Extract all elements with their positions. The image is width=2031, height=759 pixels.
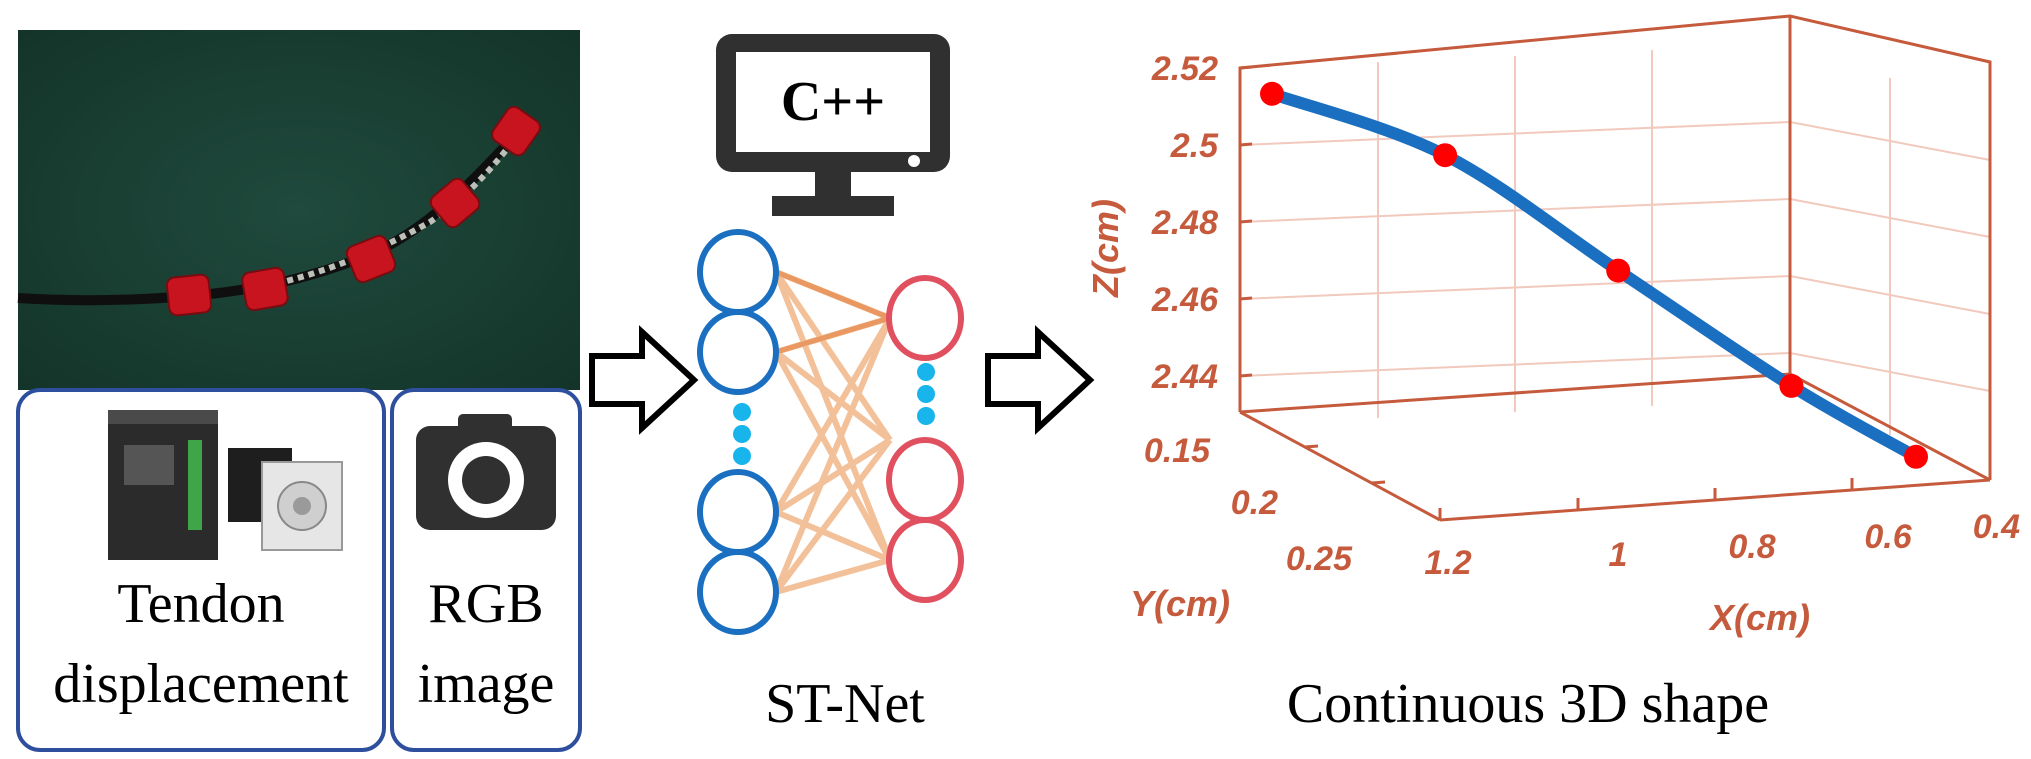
z-tick-label: 2.46	[1151, 281, 1219, 319]
neural-network	[697, 229, 964, 635]
z-tick-label: 2.5	[1170, 127, 1219, 165]
tendon-label-line1: Tendon	[117, 573, 284, 635]
shape-3d-plot: 2.52 2.5 2.48 2.46 2.44 0.15 0.2 0.25 1.…	[1085, 14, 2020, 638]
tendon-label-line2: displacement	[53, 653, 349, 715]
input-node	[697, 549, 779, 635]
rgb-image-panel: RGB image	[390, 388, 582, 752]
shape-markers	[1260, 81, 1928, 469]
x-tick-label: 1.2	[1424, 544, 1471, 582]
plot-ticks	[1239, 65, 1854, 520]
y-axis-label: Y(cm)	[1130, 583, 1230, 624]
output-caption: Continuous 3D shape	[1287, 673, 1769, 735]
input-layer	[697, 229, 779, 635]
computer-label: C++	[781, 71, 885, 133]
output-ellipsis-dots	[917, 363, 935, 425]
z-axis-label: Z(cm)	[1085, 199, 1126, 298]
shape-marker	[1904, 444, 1928, 469]
st-net-caption: ST-Net	[765, 673, 925, 735]
x-axis-label: X(cm)	[1708, 597, 1810, 638]
input-ellipsis-dots	[733, 403, 751, 465]
x-tick-label: 1	[1609, 536, 1628, 574]
shape-marker	[1260, 81, 1284, 106]
y-tick-label: 0.25	[1286, 540, 1353, 578]
input-node	[697, 229, 779, 315]
output-node	[886, 275, 964, 361]
shape-marker	[1433, 143, 1458, 168]
rgb-label-line1: RGB	[428, 573, 543, 635]
motor-icon	[228, 448, 343, 551]
robot-photo	[17, 30, 580, 390]
network-highlight-connections	[775, 269, 891, 355]
input-node	[697, 309, 779, 395]
x-tick-label: 0.4	[1973, 508, 2020, 546]
output-node	[886, 517, 964, 603]
tendon-displacement-panel: Tendon displacement	[16, 388, 386, 752]
output-node	[886, 437, 964, 523]
z-tick-label: 2.52	[1151, 50, 1218, 88]
computer-icon: C++	[716, 34, 950, 216]
rgb-label-line2: image	[418, 653, 555, 715]
shape-marker	[1779, 373, 1804, 398]
arrow-right-icon	[985, 325, 1095, 435]
motor-driver-icon	[108, 410, 218, 560]
y-tick-label: 0.15	[1144, 432, 1211, 470]
plot-box	[1238, 14, 1992, 522]
plot-grid	[1239, 50, 1991, 435]
arrow-right-icon	[589, 325, 699, 435]
input-node	[697, 469, 779, 555]
shape-marker	[1606, 258, 1631, 283]
x-tick-label: 0.6	[1864, 518, 1912, 556]
output-layer	[886, 275, 964, 603]
network-connections	[773, 269, 893, 595]
x-tick-label: 0.8	[1728, 528, 1775, 566]
y-tick-label: 0.2	[1231, 484, 1278, 522]
camera-icon	[416, 414, 556, 530]
z-tick-label: 2.44	[1151, 358, 1218, 396]
z-tick-label: 2.48	[1151, 204, 1218, 242]
